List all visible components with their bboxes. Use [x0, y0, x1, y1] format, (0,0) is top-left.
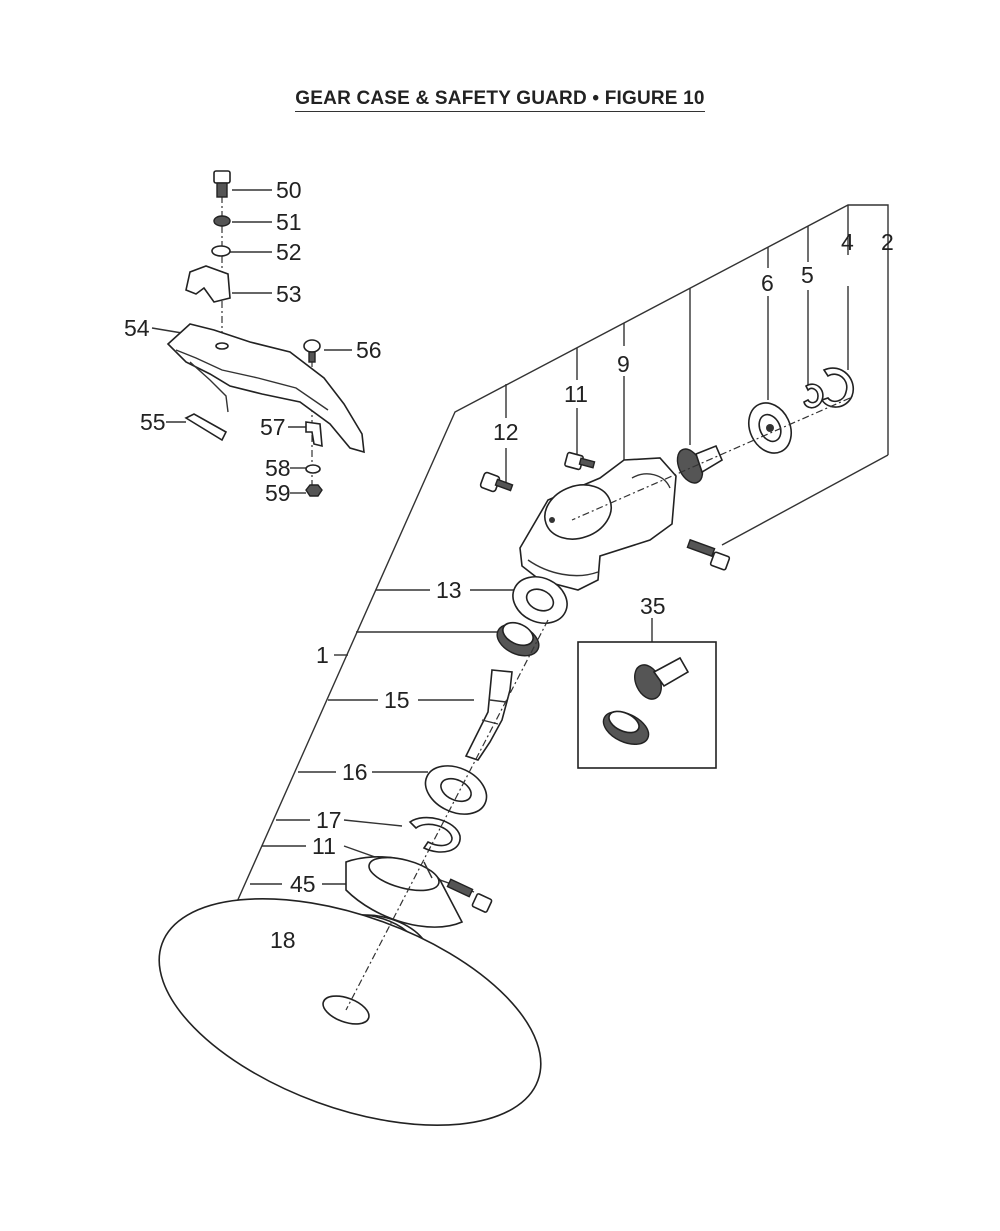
label-9: 9 — [617, 351, 630, 377]
part-50-bolt — [213, 170, 231, 198]
part-53-clamp — [185, 265, 231, 303]
label-55: 55 — [140, 409, 166, 435]
part-55-plate — [184, 413, 228, 442]
part-gear — [496, 621, 540, 657]
part-9-gear-case — [519, 457, 677, 591]
safety-guard-group — [151, 170, 365, 497]
label-1: 1 — [316, 642, 329, 668]
label-54: 54 — [124, 315, 150, 341]
figure-title-text: GEAR CASE & SAFETY GUARD • FIGURE 10 — [295, 88, 705, 112]
part-12-screw — [479, 471, 514, 493]
label-52: 52 — [276, 239, 302, 265]
label-56: 56 — [356, 337, 382, 363]
label-15: 15 — [384, 687, 410, 713]
part-57-bracket — [305, 421, 323, 448]
part-13-bearing — [512, 576, 568, 624]
label-11-lower: 11 — [312, 833, 336, 859]
label-59: 59 — [265, 480, 291, 506]
part-16-bearing — [424, 765, 488, 815]
gear-case-group — [158, 367, 855, 1127]
part-45-cover-plate — [345, 856, 464, 928]
part-4-snap-ring — [820, 367, 855, 408]
part-labels: 50 51 52 53 54 55 56 57 58 59 2 4 5 6 9 … — [124, 177, 894, 953]
label-57: 57 — [260, 414, 286, 440]
label-51: 51 — [276, 209, 302, 235]
label-2: 2 — [881, 229, 894, 255]
part-2-bolt — [686, 538, 731, 571]
part-52-washer — [211, 245, 231, 257]
label-4: 4 — [841, 229, 854, 255]
label-35: 35 — [640, 593, 666, 619]
part-11-screw-top — [564, 451, 596, 471]
label-17: 17 — [316, 807, 342, 833]
part-54-safety-guard — [166, 323, 365, 454]
label-50: 50 — [276, 177, 302, 203]
part-6-bearing — [748, 402, 792, 454]
label-53: 53 — [276, 281, 302, 307]
label-45: 45 — [290, 871, 316, 897]
part-15-shaft — [464, 669, 513, 761]
label-12: 12 — [493, 419, 519, 445]
leader-bracket-lines — [219, 204, 889, 941]
part-58-washer — [305, 464, 321, 474]
part-59-nut — [305, 484, 323, 497]
label-58: 58 — [265, 455, 291, 481]
part-35-gear-set-inset — [577, 618, 717, 769]
label-11-top: 11 — [564, 381, 588, 407]
label-16: 16 — [342, 759, 368, 785]
part-56-screw — [303, 339, 321, 363]
label-6: 6 — [761, 270, 774, 296]
part-5-snap-ring — [803, 383, 824, 409]
part-11-bolt-lower — [446, 878, 493, 913]
cutting-blade-disc — [158, 897, 542, 1127]
part-pinion-gear — [676, 444, 724, 484]
label-18: 18 — [270, 927, 296, 953]
part-51-lock-washer — [213, 215, 231, 227]
label-5: 5 — [801, 262, 814, 288]
label-13: 13 — [436, 577, 462, 603]
figure-title: GEAR CASE & SAFETY GUARD • FIGURE 10 — [0, 88, 1000, 112]
part-17-snap-ring — [408, 816, 461, 853]
